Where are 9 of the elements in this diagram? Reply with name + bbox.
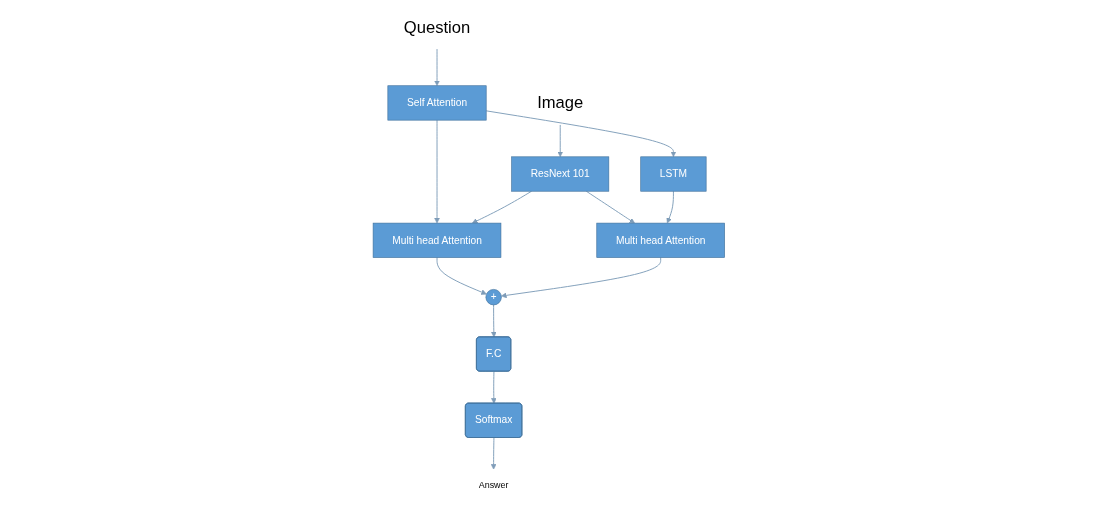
node-box: Multi head Attention xyxy=(372,222,501,258)
node-text: Question xyxy=(403,17,470,37)
node-box: Multi head Attention xyxy=(596,222,725,258)
node-text: Image xyxy=(536,93,583,113)
node-box: LSTM xyxy=(640,156,707,192)
node-circle: + xyxy=(485,289,502,306)
node-box: ResNext 101 xyxy=(510,156,609,192)
node-box: Self Attention xyxy=(387,85,487,121)
node-text: Answer xyxy=(478,480,509,491)
